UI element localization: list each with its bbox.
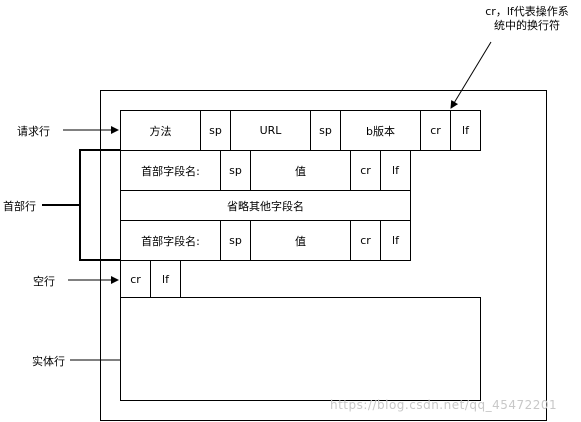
label-body: 实体行 bbox=[32, 355, 65, 368]
blank-cr-cell: cr bbox=[120, 260, 151, 298]
entity-body-box bbox=[120, 297, 481, 401]
blank-lf-cell: lf bbox=[150, 260, 181, 298]
label-blank-line: 空行 bbox=[33, 275, 55, 288]
request-version-cell: b版本 bbox=[340, 110, 421, 151]
header-cr-cell-2: cr bbox=[350, 220, 381, 261]
omitted-fields-row: 省略其他字段名 bbox=[120, 190, 411, 221]
header-cr-cell-1: cr bbox=[350, 150, 381, 191]
label-request-line: 请求行 bbox=[17, 125, 50, 138]
note-arrow bbox=[450, 41, 492, 109]
header-value-cell-2: 值 bbox=[250, 220, 351, 261]
header-lf-cell-1: lf bbox=[380, 150, 411, 191]
request-sp-cell-2: sp bbox=[310, 110, 341, 151]
crlf-note-line-2: 统中的换行符 bbox=[494, 19, 560, 32]
crlf-note-line-1: cr，lf代表操作系 bbox=[485, 5, 569, 18]
crlf-note: cr，lf代表操作系 统中的换行符 bbox=[472, 5, 581, 33]
request-url-cell: URL bbox=[230, 110, 311, 151]
header-lf-cell-2: lf bbox=[380, 220, 411, 261]
header-name-cell-1: 首部字段名: bbox=[120, 150, 221, 191]
request-cr-cell: cr bbox=[420, 110, 451, 151]
header-sp-cell-2: sp bbox=[220, 220, 251, 261]
header-name-cell-2: 首部字段名: bbox=[120, 220, 221, 261]
watermark: https://blog.csdn.net/qq_45472201 bbox=[330, 398, 558, 412]
request-method-cell: 方法 bbox=[120, 110, 201, 151]
request-lf-cell: lf bbox=[450, 110, 481, 151]
http-message-frame bbox=[100, 90, 547, 421]
header-value-cell-1: 值 bbox=[250, 150, 351, 191]
label-header-lines: 首部行 bbox=[3, 200, 36, 213]
header-lines-bracket bbox=[79, 149, 120, 261]
header-sp-cell-1: sp bbox=[220, 150, 251, 191]
request-sp-cell-1: sp bbox=[200, 110, 231, 151]
